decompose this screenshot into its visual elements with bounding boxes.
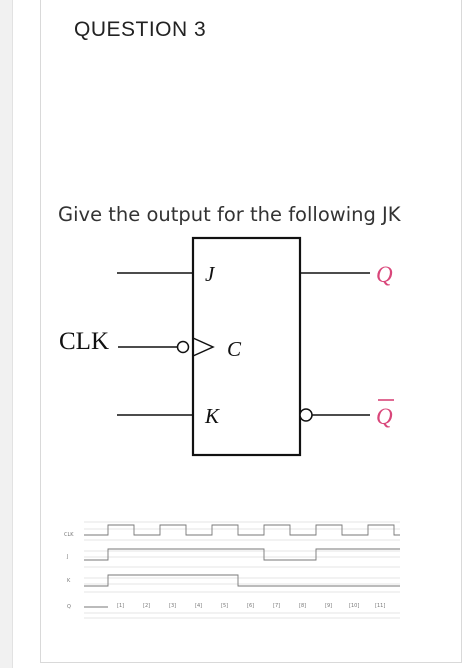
pulse-label: [5] <box>221 603 228 609</box>
pulse-label: [2] <box>143 603 150 609</box>
pulse-label: [4] <box>195 603 202 609</box>
timing-label-q: Q <box>67 604 71 610</box>
pulse-label: [8] <box>299 603 306 609</box>
pulse-label: [1] <box>117 603 124 609</box>
pulse-label: [9] <box>325 603 332 609</box>
question-card <box>40 0 462 663</box>
clk-bubble <box>176 340 190 354</box>
qbar-bubble <box>299 408 313 422</box>
label-qbar: Q <box>376 404 393 429</box>
timing-label-clk: CLK <box>64 532 74 538</box>
pulse-label: [6] <box>247 603 254 609</box>
timing-diagram: CLK J K Q [1] [2] [3] [4] [5] [6] [7] [8… <box>64 521 400 619</box>
pulse-label: [11] <box>375 603 385 609</box>
clock-triangle <box>192 337 215 357</box>
pulse-labels: [1] [2] [3] [4] [5] [6] [7] [8] [9] [10]… <box>117 603 385 609</box>
question-prompt: Give the output for the following JK <box>58 203 401 226</box>
question-title: QUESTION 3 <box>74 18 207 41</box>
label-c: C <box>227 337 242 361</box>
k-waveform <box>84 574 400 587</box>
pulse-label: [7] <box>273 603 280 609</box>
timing-label-k: K <box>67 578 71 584</box>
label-j: J <box>205 262 216 286</box>
pulse-label: [10] <box>349 603 359 609</box>
label-k: K <box>204 404 220 428</box>
clk-waveform <box>84 524 400 536</box>
flipflop-box <box>191 236 302 457</box>
timing-label-j: J <box>66 554 68 560</box>
pulse-label: [3] <box>169 603 176 609</box>
label-q: Q <box>376 262 393 287</box>
j-waveform <box>84 548 400 561</box>
label-clk: CLK <box>59 328 109 355</box>
left-gutter <box>0 0 13 668</box>
